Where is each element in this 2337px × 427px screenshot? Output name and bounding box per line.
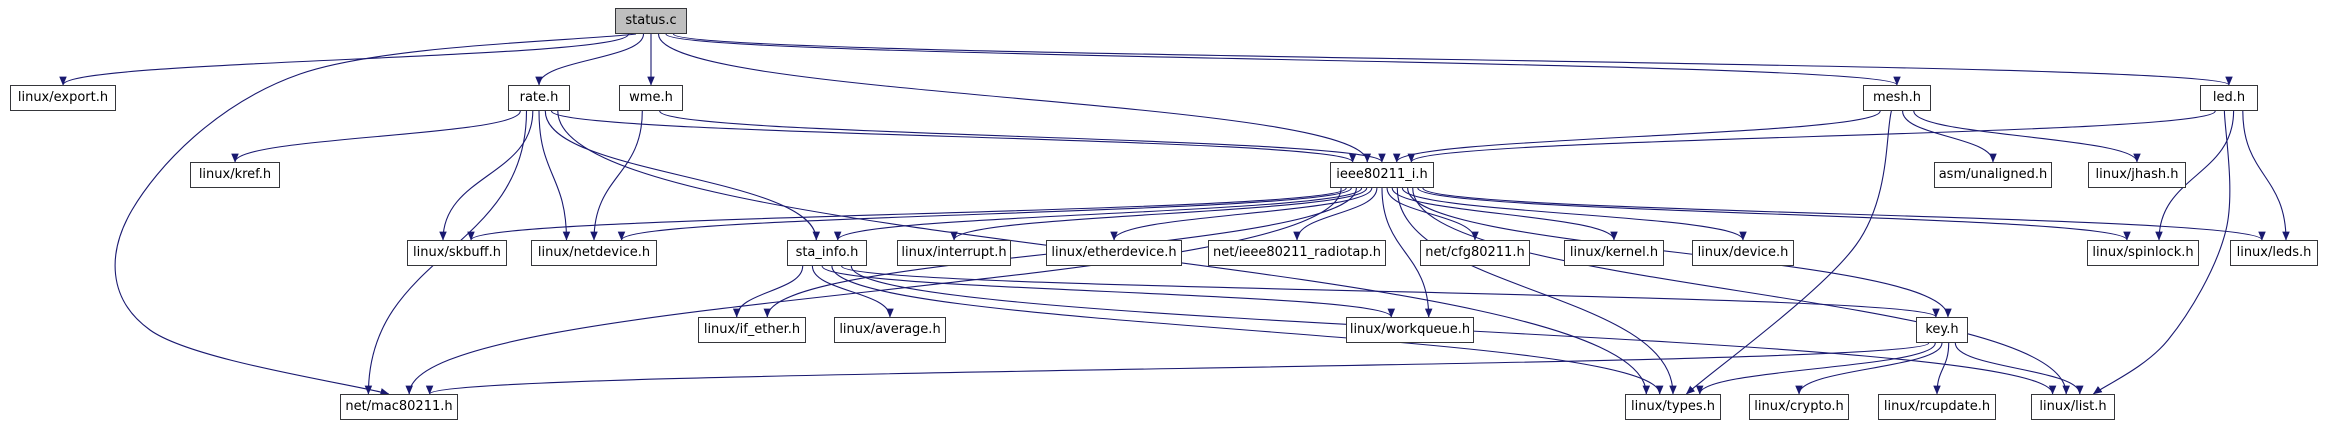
edge-ieee80211_i_h-to-net_mac80211_h <box>405 187 1342 395</box>
graph-node-linux_jhash_h[interactable]: linux/jhash.h <box>2088 162 2186 188</box>
edge-ieee80211_i_h-to-linux_device_h <box>1401 187 1747 241</box>
graph-node-linux_kernel_h[interactable]: linux/kernel.h <box>1564 240 1664 266</box>
graph-node-linux_list_h[interactable]: linux/list.h <box>2031 394 2115 420</box>
edge-key_h-to-linux_types_h <box>1696 342 1936 395</box>
graph-node-net_cfg80211_h[interactable]: net/cfg80211.h <box>1420 240 1530 266</box>
graph-node-net_ieee80211_radiotap_h[interactable]: net/ieee80211_radiotap.h <box>1208 240 1386 266</box>
graph-node-linux_crypto_h[interactable]: linux/crypto.h <box>1749 394 1849 420</box>
edge-led_h-to-linux_list_h <box>2092 110 2231 395</box>
edge-led_h-to-ieee80211_i_h <box>1407 110 2216 163</box>
graph-node-linux_interrupt_h[interactable]: linux/interrupt.h <box>897 240 1011 266</box>
edge-ieee80211_i_h-to-key_h <box>1407 187 1952 318</box>
edge-ieee80211_i_h-to-linux_etherdevice_h <box>1110 187 1373 241</box>
graph-node-led_h[interactable]: led.h <box>2200 85 2258 111</box>
edge-status_c-to-led_h <box>672 33 2233 86</box>
edge-key_h-to-linux_rcupdate_h <box>1933 342 1950 395</box>
edge-ieee80211_i_h-to-linux_netdevice_h <box>617 187 1352 241</box>
edge-ieee80211_i_h-to-linux_workqueue_h <box>1381 187 1433 318</box>
graph-node-asm_unaligned_h[interactable]: asm/unaligned.h <box>1934 162 2052 188</box>
edge-ieee80211_i_h-to-linux_leds_h <box>1422 187 2266 241</box>
edge-ieee80211_i_h-to-linux_spinlock_h <box>1417 187 2131 241</box>
edge-key_h-to-net_mac80211_h <box>426 342 1930 395</box>
edge-mesh_h-to-linux_types_h <box>1685 110 1892 395</box>
edge-rate_h-to-ieee80211_i_h <box>550 110 1357 163</box>
edge-key_h-to-linux_list_h <box>1954 342 2084 395</box>
graph-node-linux_if_ether_h[interactable]: linux/if_ether.h <box>698 317 806 343</box>
edge-sta_info_h-to-linux_average_h <box>811 265 894 318</box>
graph-node-wme_h[interactable]: wme.h <box>619 85 683 111</box>
edge-sta_info_h-to-linux_types_h <box>831 265 1664 395</box>
graph-node-linux_netdevice_h[interactable]: linux/netdevice.h <box>531 240 657 266</box>
edge-ieee80211_i_h-to-linux_types_h <box>1396 187 1677 395</box>
graph-node-net_mac80211_h[interactable]: net/mac80211.h <box>340 394 458 420</box>
graph-node-linux_average_h[interactable]: linux/average.h <box>834 317 946 343</box>
graph-node-linux_skbuff_h[interactable]: linux/skbuff.h <box>407 240 507 266</box>
edge-mesh_h-to-ieee80211_i_h <box>1393 110 1881 163</box>
edge-status_c-to-ieee80211_i_h <box>657 33 1371 163</box>
edge-rate_h-to-linux_netdevice_h <box>538 110 571 241</box>
graph-node-linux_leds_h[interactable]: linux/leds.h <box>2230 240 2318 266</box>
graph-node-mesh_h[interactable]: mesh.h <box>1863 85 1931 111</box>
edge-sta_info_h-to-linux_if_ether_h <box>732 265 804 318</box>
edge-rate_h-to-linux_skbuff_h <box>439 110 534 241</box>
graph-node-status_c: status.c <box>615 8 687 34</box>
edge-status_c-to-rate_h <box>535 33 645 86</box>
edge-ieee80211_i_h-to-linux_list_h <box>1412 187 2070 395</box>
edge-ieee80211_i_h-to-net_ieee80211_radiotap_h <box>1293 187 1378 241</box>
graph-node-linux_workqueue_h[interactable]: linux/workqueue.h <box>1346 317 1474 343</box>
edge-status_c-to-linux_export_h <box>59 33 630 86</box>
graph-node-key_h[interactable]: key.h <box>1916 317 1968 343</box>
edge-ieee80211_i_h-to-net_cfg80211_h <box>1386 187 1479 241</box>
edge-sta_info_h-to-linux_workqueue_h <box>821 265 1395 318</box>
graph-node-rate_h[interactable]: rate.h <box>508 85 570 111</box>
graph-node-linux_rcupdate_h[interactable]: linux/rcupdate.h <box>1878 394 1996 420</box>
graph-node-linux_etherdevice_h[interactable]: linux/etherdevice.h <box>1046 240 1182 266</box>
edge-rate_h-to-linux_kref_h <box>231 110 521 163</box>
edge-mesh_h-to-linux_jhash_h <box>1913 110 2141 163</box>
edge-ieee80211_i_h-to-sta_info_h <box>834 187 1363 241</box>
edge-status_c-to-mesh_h <box>665 33 1901 86</box>
edge-wme_h-to-linux_netdevice_h <box>590 110 643 241</box>
edge-mesh_h-to-asm_unaligned_h <box>1902 110 1997 163</box>
graph-node-linux_device_h[interactable]: linux/device.h <box>1692 240 1794 266</box>
edge-ieee80211_i_h-to-linux_skbuff_h <box>467 187 1347 241</box>
edge-led_h-to-linux_leds_h <box>2242 110 2290 241</box>
edge-key_h-to-linux_crypto_h <box>1795 342 1943 395</box>
edge-ieee80211_i_h-to-linux_kernel_h <box>1391 187 1618 241</box>
graph-node-linux_export_h[interactable]: linux/export.h <box>10 85 116 111</box>
edge-ieee80211_i_h-to-linux_interrupt_h <box>950 187 1368 241</box>
graph-node-linux_kref_h[interactable]: linux/kref.h <box>190 162 280 188</box>
graph-node-linux_types_h[interactable]: linux/types.h <box>1625 394 1721 420</box>
edge-status_c-to-net_mac80211_h <box>114 33 637 396</box>
edge-sta_info_h-to-key_h <box>841 265 1940 318</box>
graph-node-sta_info_h[interactable]: sta_info.h <box>787 240 867 266</box>
edge-wme_h-to-ieee80211_i_h <box>659 110 1386 163</box>
edge-led_h-to-linux_spinlock_h <box>2155 110 2235 241</box>
graph-node-ieee80211_i_h[interactable]: ieee80211_i.h <box>1330 162 1434 188</box>
graph-node-linux_spinlock_h[interactable]: linux/spinlock.h <box>2087 240 2199 266</box>
